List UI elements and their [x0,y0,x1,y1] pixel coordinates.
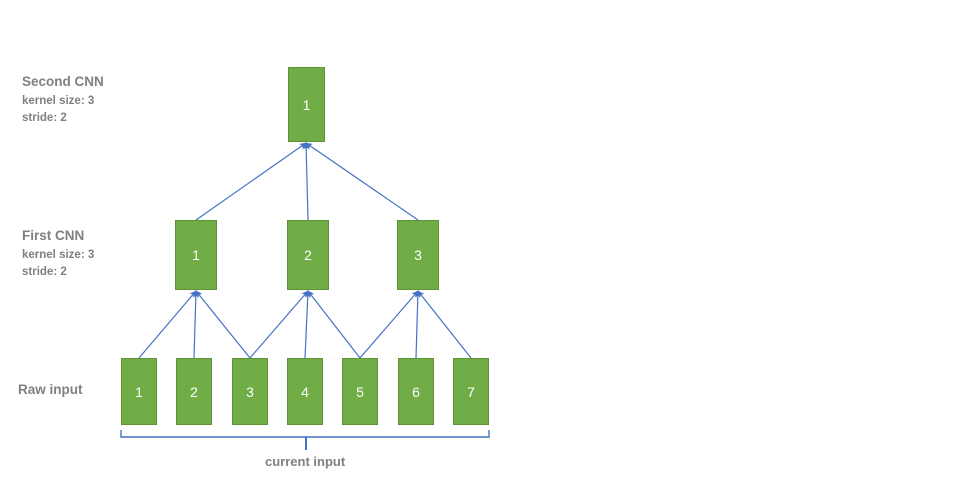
node-raw-input-6: 6 [398,358,434,425]
edge-first-3-to-second-1 [305,142,419,221]
row-label-second-cnn: Second CNN kernel size: 3 stride: 2 [22,74,104,126]
edge-first-2-to-second-1 [303,142,310,221]
node-label: 2 [190,383,198,400]
row-label-raw-input: Raw input [18,382,83,401]
edge-first-1-to-second-1 [195,142,307,221]
node-first-cnn-3: 3 [397,220,439,290]
first-cnn-title: First CNN [22,228,85,243]
edge-raw-6-to-first-3 [414,290,421,359]
node-raw-input-7: 7 [453,358,489,425]
second-cnn-stride: stride: 2 [22,111,67,124]
node-raw-input-4: 4 [287,358,323,425]
node-label: 2 [304,247,312,263]
first-cnn-kernel-size: kernel size: 3 [22,249,95,261]
node-label: 3 [414,247,422,263]
second-cnn-title: Second CNN [22,74,104,89]
node-label: 1 [302,96,311,113]
node-label: 4 [301,383,309,400]
node-label: 3 [246,383,254,400]
edge-raw-2-to-first-1 [192,290,199,359]
edge-raw-5-to-first-3 [359,290,419,359]
current-input-bracket [120,430,490,438]
edge-raw-3-to-first-2 [249,290,309,359]
node-raw-input-1: 1 [121,358,157,425]
node-second-cnn-1: 1 [288,67,325,142]
node-raw-input-3: 3 [232,358,268,425]
edge-raw-4-to-first-2 [304,290,311,359]
node-label: 7 [467,383,475,400]
edge-raw-3-to-first-1 [195,290,251,359]
edge-raw-5-to-first-2 [307,290,361,359]
node-label: 5 [356,383,364,400]
bracket-label-current-input: current input [265,454,346,469]
raw-input-title: Raw input [18,382,83,397]
edge-raw-1-to-first-1 [138,290,197,359]
node-label: 1 [192,247,200,263]
node-raw-input-2: 2 [176,358,212,425]
second-cnn-kernel-size: kernel size: 3 [22,95,95,107]
node-first-cnn-1: 1 [175,220,217,290]
node-label: 6 [412,383,420,400]
node-raw-input-5: 5 [342,358,378,425]
node-label: 1 [135,383,143,400]
row-label-first-cnn: First CNN kernel size: 3 stride: 2 [22,228,94,280]
edge-raw-7-to-first-3 [417,290,472,359]
first-cnn-stride: stride: 2 [22,265,67,278]
node-first-cnn-2: 2 [287,220,329,290]
